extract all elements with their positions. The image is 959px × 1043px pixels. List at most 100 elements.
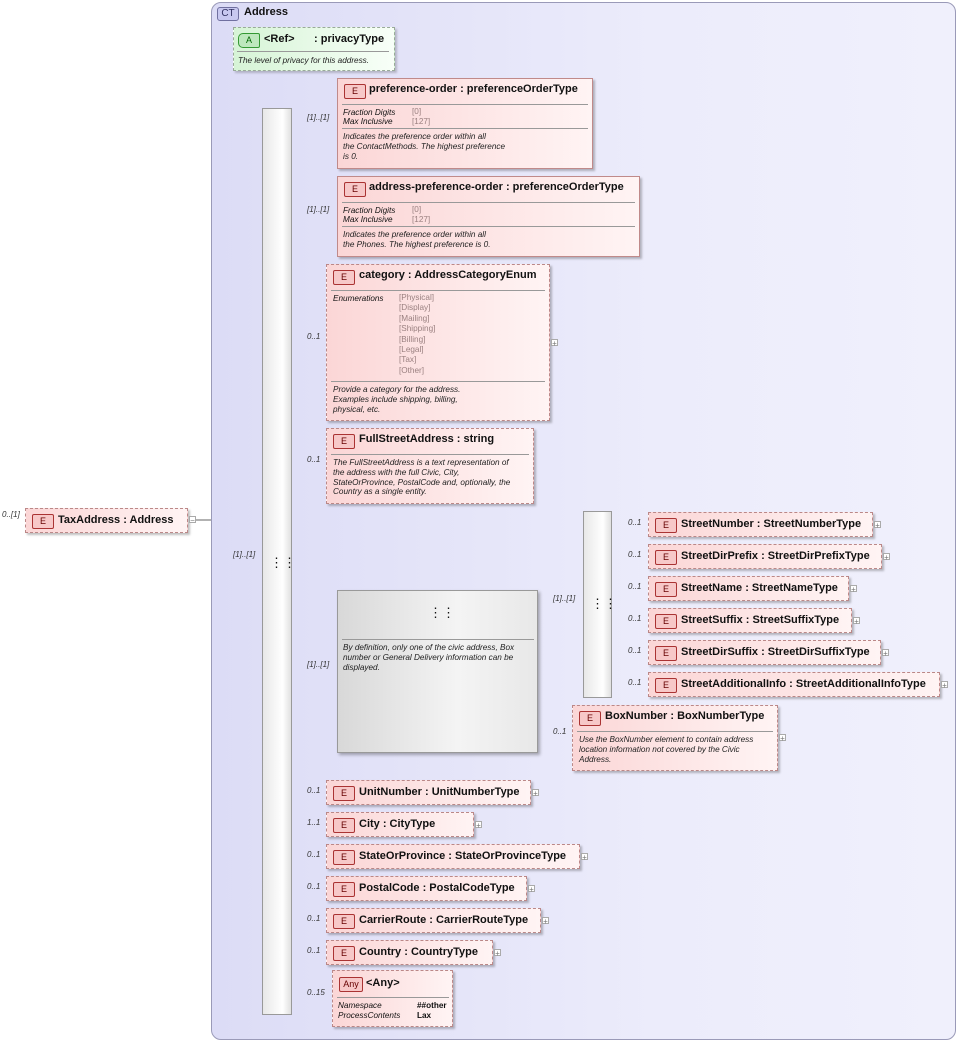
element-doc: Use the BoxNumber element to contain add… xyxy=(579,735,754,764)
expand-icon[interactable]: + xyxy=(941,681,948,690)
expand-icon[interactable]: + xyxy=(542,917,549,926)
element-civic-4[interactable]: E StreetDirSuffix : StreetDirSuffixType xyxy=(648,640,881,665)
element-badge: E xyxy=(655,518,677,533)
complex-type-badge: CT xyxy=(217,7,239,21)
expand-icon[interactable]: + xyxy=(850,585,857,594)
element-title: CarrierRoute : CarrierRouteType xyxy=(359,914,529,926)
element-tail-3[interactable]: E PostalCode : PostalCodeType xyxy=(326,876,527,901)
expand-icon[interactable]: + xyxy=(853,617,860,626)
attribute-name: <Ref> xyxy=(264,33,295,45)
processcontents-label: ProcessContents xyxy=(338,1011,401,1020)
facet-max-value: [127] xyxy=(412,215,431,224)
element-title: PostalCode : PostalCodeType xyxy=(359,882,515,894)
element-preference-order[interactable]: E preference-order : preferenceOrderType… xyxy=(337,78,593,169)
element-badge: E xyxy=(344,182,366,197)
expand-icon[interactable]: + xyxy=(475,821,482,830)
element-cardinality: 0..1 xyxy=(628,678,642,687)
element-title: UnitNumber : UnitNumberType xyxy=(359,786,520,798)
expand-icon[interactable]: + xyxy=(581,853,588,862)
expand-icon[interactable]: + xyxy=(883,553,890,562)
attribute-type: : privacyType xyxy=(314,33,385,45)
element-badge: E xyxy=(655,614,677,629)
element-title: StreetAdditionalInfo : StreetAdditionalI… xyxy=(681,678,926,690)
element-title: StreetName : StreetNameType xyxy=(681,582,838,594)
element-title: StreetDirSuffix : StreetDirSuffixType xyxy=(681,646,870,658)
element-cardinality: 0..1 xyxy=(307,786,321,795)
element-title: address-preference-order : preferenceOrd… xyxy=(369,181,624,193)
choice-cardinality: [1]..[1] xyxy=(307,660,330,669)
element-fullstreetaddress[interactable]: E FullStreetAddress : string The FullStr… xyxy=(326,428,534,504)
expand-icon[interactable]: + xyxy=(494,949,501,958)
element-cardinality: 0..1 xyxy=(628,614,642,623)
element-doc: Provide a category for the address. Exam… xyxy=(333,385,461,414)
main-sequence-compositor[interactable]: ⋮⋮ xyxy=(262,108,296,1015)
namespace-value: ##other xyxy=(417,1001,447,1010)
pref-order-cardinality: [1]..[1] xyxy=(307,113,330,122)
element-badge: E xyxy=(655,582,677,597)
element-badge: E xyxy=(344,84,366,99)
element-title: FullStreetAddress : string xyxy=(359,433,495,445)
element-boxnumber[interactable]: E BoxNumber : BoxNumberType Use the BoxN… xyxy=(572,705,778,771)
element-cardinality: 0..1 xyxy=(307,914,321,923)
attribute-doc: The level of privacy for this address. xyxy=(238,56,370,65)
divider xyxy=(342,128,588,129)
collapse-icon[interactable]: − xyxy=(189,516,196,525)
element-tail-4[interactable]: E CarrierRoute : CarrierRouteType xyxy=(326,908,541,933)
facet-max-label: Max Inclusive xyxy=(343,215,393,224)
element-cardinality: 0..1 xyxy=(307,850,321,859)
root-element-taxaddress[interactable]: E TaxAddress : Address xyxy=(25,508,188,533)
element-civic-3[interactable]: E StreetSuffix : StreetSuffixType xyxy=(648,608,852,633)
element-cardinality: 0..1 xyxy=(628,646,642,655)
element-cardinality: 0..1 xyxy=(307,882,321,891)
divider xyxy=(331,454,529,455)
expand-icon[interactable]: + xyxy=(882,649,889,658)
choice-icon: ⋮⋮ xyxy=(429,605,455,620)
root-cardinality: 0..[1] xyxy=(2,510,20,519)
facet-fraction-value: [0] xyxy=(412,107,422,116)
root-element-title: TaxAddress : Address xyxy=(58,514,174,526)
element-title: Country : CountryType xyxy=(359,946,478,958)
element-badge: E xyxy=(579,711,601,726)
any-title: <Any> xyxy=(366,977,400,989)
element-badge: E xyxy=(333,914,355,929)
element-badge: E xyxy=(333,882,355,897)
element-doc: Indicates the preference order within al… xyxy=(343,132,506,161)
element-category[interactable]: E category : AddressCategoryEnum Enumera… xyxy=(326,264,550,421)
divider xyxy=(342,202,635,203)
attribute-ref-privacy[interactable]: A <Ref> : privacyType The level of priva… xyxy=(233,27,395,71)
element-badge: E xyxy=(655,646,677,661)
expand-icon[interactable]: + xyxy=(532,789,539,798)
element-badge: E xyxy=(655,678,677,693)
expand-icon[interactable]: + xyxy=(779,734,786,743)
any-badge: Any xyxy=(339,977,363,992)
expand-icon[interactable]: + xyxy=(874,521,881,530)
sequence-icon: ⋮⋮ xyxy=(270,555,296,570)
divider xyxy=(577,731,773,732)
civic-sequence-compositor[interactable]: ⋮⋮ xyxy=(583,511,617,698)
facet-max-value: [127] xyxy=(412,117,431,126)
element-title: StreetDirPrefix : StreetDirPrefixType xyxy=(681,550,870,562)
element-any[interactable]: Any <Any> Namespace ProcessContents ##ot… xyxy=(332,970,453,1027)
divider xyxy=(342,104,588,105)
choice-compositor[interactable]: ⋮⋮ By definition, only one of the civic … xyxy=(337,590,538,753)
expand-icon[interactable]: + xyxy=(551,339,558,348)
element-civic-5[interactable]: E StreetAdditionalInfo : StreetAdditional… xyxy=(648,672,940,697)
element-badge: E xyxy=(333,850,355,865)
divider xyxy=(337,997,449,998)
category-cardinality: 0..1 xyxy=(307,332,321,341)
processcontents-value: Lax xyxy=(417,1011,432,1020)
element-civic-2[interactable]: E StreetName : StreetNameType xyxy=(648,576,849,601)
facet-fraction-label: Fraction Digits xyxy=(343,108,396,117)
element-doc: The FullStreetAddress is a text represen… xyxy=(333,458,511,497)
element-title: StreetSuffix : StreetSuffixType xyxy=(681,614,840,626)
facet-fraction-value: [0] xyxy=(412,205,422,214)
element-address-preference-order[interactable]: E address-preference-order : preferenceO… xyxy=(337,176,640,257)
divider xyxy=(237,51,389,52)
expand-icon[interactable]: + xyxy=(528,885,535,894)
